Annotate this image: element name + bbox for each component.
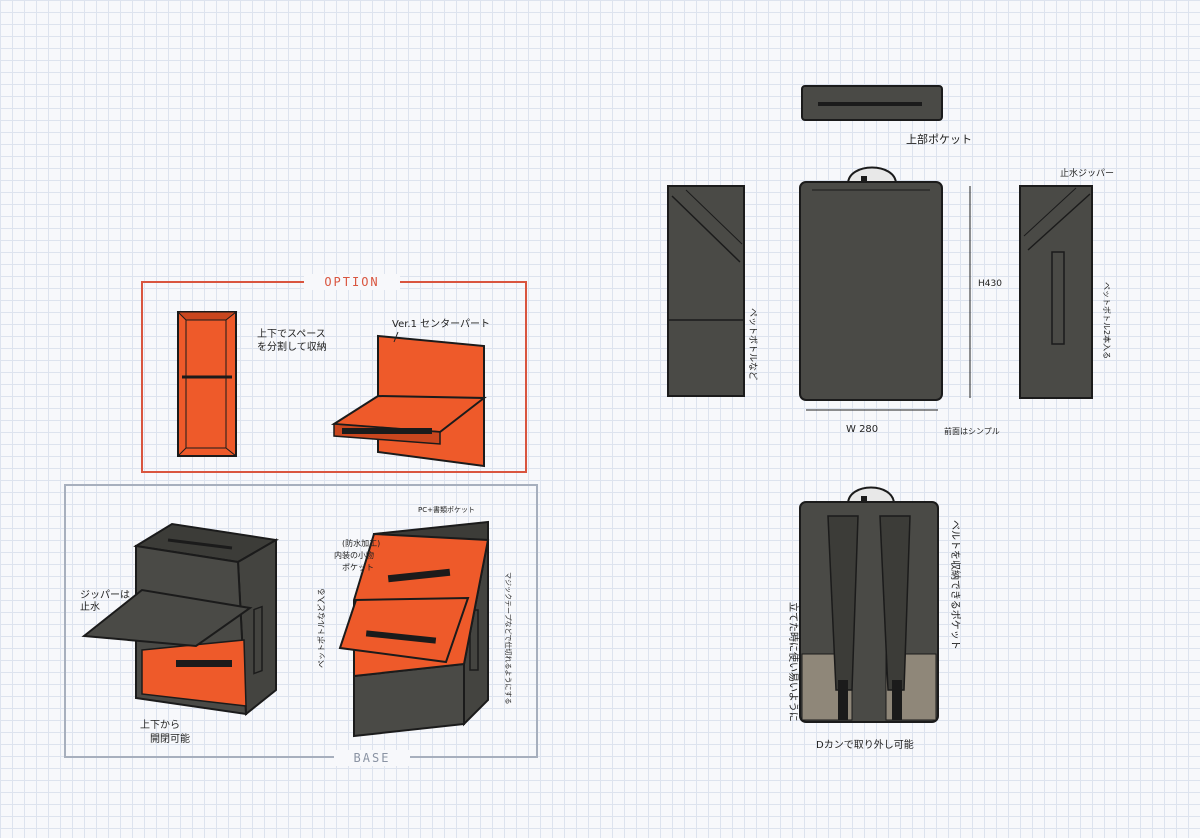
left-side-note: ペットボトルなど (747, 308, 758, 380)
right-side-note: ペットボトル2本入る (1102, 282, 1112, 359)
option-title-bg (304, 274, 400, 290)
pc-pocket-note: PC+書類ポケット (418, 505, 475, 514)
inner-pocket-3: ポケット (342, 563, 374, 572)
inner-pocket-1: (防水加工) (342, 538, 380, 548)
right-side-zip-label: 止水ジッパー (1060, 167, 1114, 179)
back-view (799, 486, 939, 723)
inner-pocket-2: 内装の小物 (334, 550, 374, 560)
open-note-1: 上下から (140, 719, 180, 731)
zipper-note-2: 止水 (80, 601, 100, 613)
left-shoulder-strap (827, 515, 859, 691)
base-frame-border (64, 484, 538, 758)
back-note-bottom: Dカンで取り外し可能 (816, 738, 914, 751)
zip-side-note: マジックテープなどで仕切れるようにする (504, 572, 513, 705)
base-title-bg (334, 750, 410, 766)
bottle-note: ペットボトルなど入る (317, 588, 326, 668)
left-side-view (667, 185, 745, 397)
top-pocket-label: 上部ポケット (906, 132, 972, 146)
top-pocket-view (801, 85, 943, 121)
front-view (799, 166, 943, 401)
back-note-right: ベルトを収納できるポケット (949, 520, 962, 650)
front-note: 前面はシンプル (944, 426, 1000, 436)
width-label: W 280 (846, 424, 878, 435)
base-frame: BASE (64, 484, 538, 766)
right-shoulder-strap (879, 515, 911, 691)
divider-insert (176, 311, 238, 457)
divider-note-2: を分割して収納 (257, 340, 327, 353)
option-frame: OPTION (141, 274, 527, 473)
base-title: BASE (354, 751, 391, 765)
open-note-2: 開閉可能 (150, 732, 190, 745)
divider-note-1: 上下でスペース (257, 328, 326, 340)
option-title: OPTION (324, 275, 379, 289)
center-part-insert (330, 334, 487, 468)
height-label: H430 (978, 279, 1002, 289)
zipper-note-1: ジッパーは (80, 589, 130, 601)
base-bag-front-open (338, 520, 490, 738)
back-note-left: 立てた時に使い易いように (787, 602, 800, 722)
base-bag-open (81, 522, 279, 716)
right-side-view (1019, 185, 1093, 399)
center-part-label: Ver.1 センターパート (392, 318, 490, 330)
